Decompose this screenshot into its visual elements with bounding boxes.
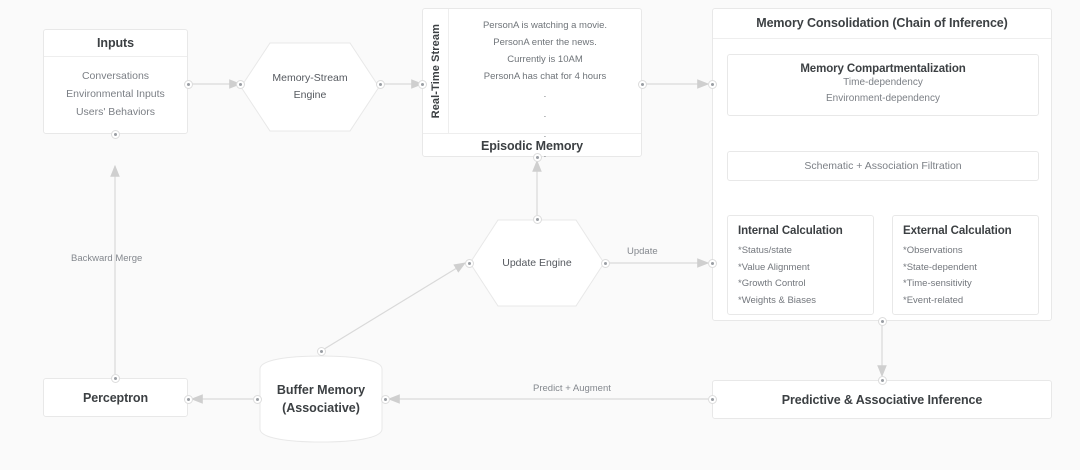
filtration-label: Schematic + Association Filtration	[804, 160, 962, 172]
compartment-item-0: Time-dependency	[843, 77, 923, 88]
inputs-node[interactable]: Inputs Conversations Environmental Input…	[43, 29, 188, 134]
memory-stream-engine-label: Memory-Stream Engine	[240, 42, 380, 132]
episodic-memory-title: Episodic Memory	[481, 139, 583, 153]
internal-calculation-title: Internal Calculation	[738, 225, 843, 237]
inputs-item-2: Users' Behaviors	[75, 106, 156, 118]
buffer-memory-node[interactable]: Buffer Memory (Associative)	[257, 355, 385, 443]
memory-consolidation-panel[interactable]: Memory Consolidation (Chain of Inference…	[712, 8, 1052, 321]
edge-label-update: Update	[627, 246, 658, 257]
episodic-memory-node[interactable]: Real-Time Stream PersonA is watching a m…	[422, 8, 642, 162]
memory-compartmentalization-node[interactable]: Memory Compartmentalization Time-depende…	[727, 54, 1039, 116]
port-consolidation-left-mid[interactable]	[708, 259, 717, 268]
external-item-1: *State-dependent	[903, 261, 977, 273]
memory-stream-engine-node[interactable]: Memory-Stream Engine	[240, 42, 380, 132]
port-episodic-right[interactable]	[638, 80, 647, 89]
internal-item-1: *Value Alignment	[738, 261, 810, 273]
edge-label-predict-augment: Predict + Augment	[533, 383, 611, 394]
port-stream-engine-right[interactable]	[376, 80, 385, 89]
port-perceptron-top[interactable]	[111, 374, 120, 383]
stream-ellipsis-2: ·	[543, 131, 547, 142]
wire-buffer-to-update-engine	[320, 262, 467, 352]
port-update-engine-left[interactable]	[465, 259, 474, 268]
inputs-title: Inputs	[44, 30, 187, 57]
stream-line-3: PersonA has chat for 4 hours	[483, 71, 607, 82]
internal-item-3: *Weights & Biases	[738, 294, 816, 306]
stream-ellipsis-0: ·	[543, 91, 547, 102]
inputs-item-1: Environmental Inputs	[66, 88, 165, 100]
buffer-memory-label: Buffer Memory (Associative)	[257, 355, 385, 443]
mse-label-line2: Engine	[293, 89, 327, 101]
port-consolidation-bottom[interactable]	[878, 317, 887, 326]
buffer-memory-line1: Buffer Memory	[276, 383, 366, 397]
schematic-association-filtration-node[interactable]: Schematic + Association Filtration	[727, 151, 1039, 181]
real-time-stream-label: Real-Time Stream	[429, 23, 442, 119]
update-engine-node[interactable]: Update Engine	[469, 219, 605, 307]
memory-compartmentalization-title: Memory Compartmentalization	[800, 63, 966, 75]
internal-calculation-node[interactable]: Internal Calculation *Status/state *Valu…	[727, 215, 874, 315]
mse-label-line1: Memory-Stream	[272, 72, 348, 84]
internal-item-0: *Status/state	[738, 245, 792, 256]
stream-line-2: Currently is 10AM	[507, 54, 583, 65]
port-predictive-top[interactable]	[878, 376, 887, 385]
port-buffer-right[interactable]	[381, 395, 390, 404]
external-item-3: *Event-related	[903, 294, 964, 306]
external-item-0: *Observations	[903, 245, 963, 256]
episodic-stream-row: Real-Time Stream PersonA is watching a m…	[423, 9, 641, 162]
compartment-item-1: Environment-dependency	[826, 93, 940, 104]
predictive-associative-inference-node[interactable]: Predictive & Associative Inference	[712, 380, 1052, 419]
port-update-engine-top[interactable]	[533, 215, 542, 224]
stream-lines: PersonA is watching a movie. PersonA ent…	[449, 9, 641, 162]
perceptron-node[interactable]: Perceptron	[43, 378, 188, 417]
inputs-item-0: Conversations	[81, 70, 150, 82]
edge-label-backward-merge: Backward Merge	[71, 253, 143, 264]
external-item-2: *Time-sensitivity	[903, 278, 972, 289]
port-stream-engine-left[interactable]	[236, 80, 245, 89]
stream-line-1: PersonA enter the news.	[493, 37, 597, 48]
inputs-body: Conversations Environmental Inputs Users…	[44, 57, 187, 121]
buffer-memory-line2: (Associative)	[282, 401, 360, 415]
port-episodic-left[interactable]	[418, 80, 427, 89]
port-perceptron-right[interactable]	[184, 395, 193, 404]
port-buffer-top[interactable]	[317, 347, 326, 356]
port-update-engine-right[interactable]	[601, 259, 610, 268]
update-engine-label: Update Engine	[502, 256, 572, 269]
stream-ellipsis-1: ·	[543, 111, 547, 122]
external-calculation-title: External Calculation	[903, 225, 1012, 237]
stream-line-0: PersonA is watching a movie.	[482, 20, 608, 31]
real-time-stream-sidebar: Real-Time Stream	[423, 9, 449, 133]
port-buffer-left[interactable]	[253, 395, 262, 404]
port-inputs-bottom[interactable]	[111, 130, 120, 139]
external-calculation-node[interactable]: External Calculation *Observations *Stat…	[892, 215, 1039, 315]
port-inputs-right[interactable]	[184, 80, 193, 89]
memory-consolidation-title: Memory Consolidation (Chain of Inference…	[713, 9, 1051, 39]
port-consolidation-left[interactable]	[708, 80, 717, 89]
cylinder-shape	[259, 355, 383, 443]
stream-ellipsis-3: ·	[543, 151, 547, 162]
predictive-title: Predictive & Associative Inference	[781, 392, 983, 407]
port-predictive-left[interactable]	[708, 395, 717, 404]
perceptron-title: Perceptron	[83, 390, 148, 405]
internal-item-2: *Growth Control	[738, 278, 806, 289]
port-episodic-bottom[interactable]	[533, 153, 542, 162]
